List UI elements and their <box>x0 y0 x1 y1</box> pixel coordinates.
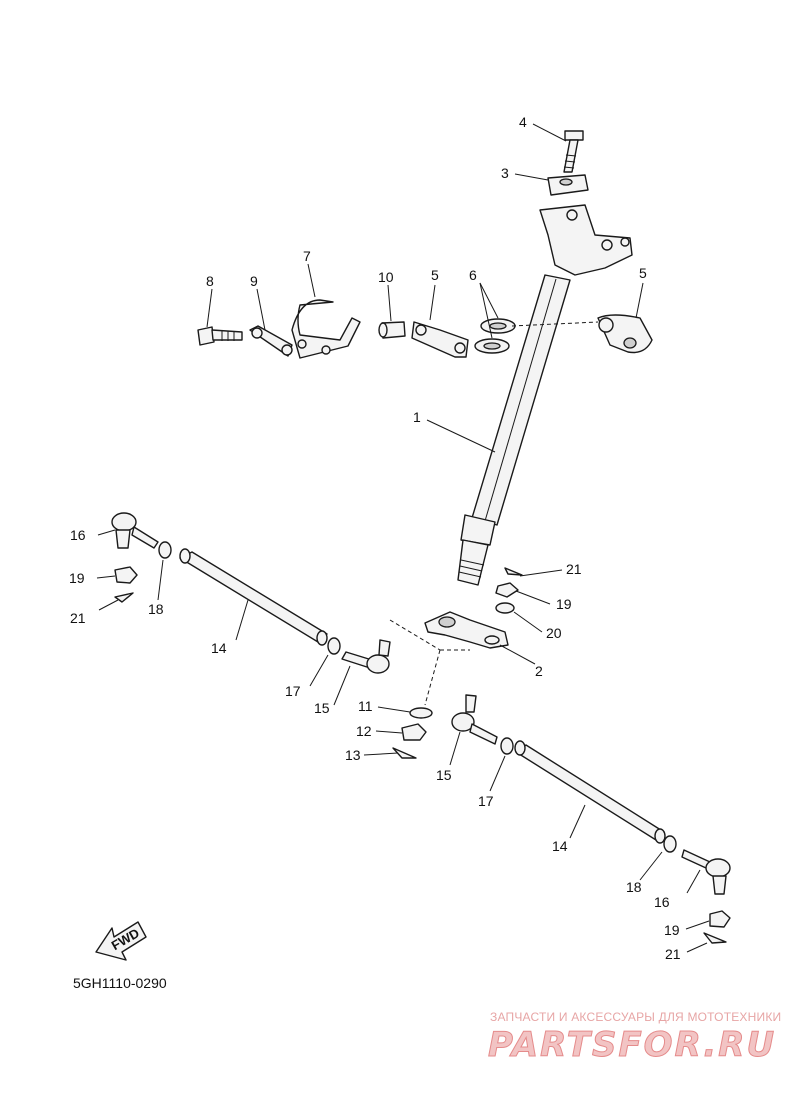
callout-6: 6 <box>469 267 477 283</box>
watermark-brand: PARTSFOR.RU <box>488 1025 776 1065</box>
callout-13: 13 <box>345 747 361 763</box>
callout-17-left: 17 <box>285 683 301 699</box>
callout-7: 7 <box>303 248 311 264</box>
tie-rod-end-outer-left <box>111 512 159 549</box>
callout-15-right: 15 <box>436 767 452 783</box>
callout-9: 9 <box>250 273 258 289</box>
callouts: 4 3 5 6 5 10 7 9 8 1 16 19 21 18 14 17 1… <box>69 114 681 962</box>
locknut-right-inner <box>500 737 514 755</box>
callout-21-left: 21 <box>70 610 86 626</box>
callout-19-left: 19 <box>69 570 85 586</box>
callout-15-left: 15 <box>314 700 330 716</box>
callout-21-upper: 21 <box>566 561 582 577</box>
assembly-line-bushing <box>511 321 599 327</box>
callout-8: 8 <box>206 273 214 289</box>
lock-plate <box>249 325 293 357</box>
bushing-half-right <box>597 314 653 354</box>
tie-rod-end-outer-right <box>681 849 731 895</box>
tie-rod-right <box>514 740 666 844</box>
callout-1: 1 <box>413 409 421 425</box>
cotter-pin-upper <box>504 567 523 576</box>
callout-16-right: 16 <box>654 894 670 910</box>
fwd-arrow: FWD <box>95 921 147 961</box>
callout-5-left: 5 <box>431 267 439 283</box>
locknut-left-inner <box>327 637 341 655</box>
tie-rod-end-inner-left <box>341 639 391 674</box>
callout-14-left: 14 <box>211 640 227 656</box>
watermark-caption: ЗАПЧАСТИ И АКСЕССУАРЫ ДЛЯ МОТОТЕХНИКИ <box>490 1010 781 1024</box>
callout-10: 10 <box>378 269 394 285</box>
callout-19-right: 19 <box>664 922 680 938</box>
column-upper-bracket <box>539 204 633 276</box>
callout-11: 11 <box>358 698 373 714</box>
castle-nut-right <box>709 910 731 928</box>
collar-spacer <box>378 321 406 339</box>
assembly-line-arm-3 <box>424 649 441 706</box>
castle-nut-upper <box>495 582 519 598</box>
leader-lines <box>96 123 710 953</box>
callout-4: 4 <box>519 114 527 130</box>
callout-21-right: 21 <box>665 946 681 962</box>
callout-5-right: 5 <box>639 265 647 281</box>
hex-bolt <box>197 326 243 346</box>
callout-3: 3 <box>501 165 509 181</box>
castle-nut-left <box>114 566 138 584</box>
steering-column <box>457 274 571 586</box>
callout-12: 12 <box>356 723 372 739</box>
washer-lower <box>409 707 433 719</box>
callout-2: 2 <box>535 663 543 679</box>
washer-upper <box>495 602 515 614</box>
clamp-cap <box>547 174 589 196</box>
diagram-code: 5GH1110-0290 <box>73 975 167 991</box>
callout-14-right: 14 <box>552 838 568 854</box>
nut-lower <box>401 723 427 741</box>
tie-rod-left <box>179 548 328 646</box>
callout-20: 20 <box>546 625 562 641</box>
assembly-line-arm <box>389 619 441 651</box>
column-holder-left <box>411 321 469 358</box>
callout-18-left: 18 <box>148 601 164 617</box>
locknut-left-outer <box>158 541 172 559</box>
collar-bushings <box>474 318 516 354</box>
cotter-pin-left <box>114 592 134 603</box>
callout-16-left: 16 <box>70 527 86 543</box>
tie-rod-end-inner-right <box>451 694 498 745</box>
callout-17-right: 17 <box>478 793 494 809</box>
pitman-arm <box>424 611 509 649</box>
watermark: ЗАПЧАСТИ И АКСЕССУАРЫ ДЛЯ МОТОТЕХНИКИ PA… <box>488 1010 782 1066</box>
locknut-right-outer <box>663 835 677 853</box>
callout-19-upper: 19 <box>556 596 572 612</box>
callout-18-right: 18 <box>626 879 642 895</box>
bolt-top <box>563 130 584 173</box>
spring-clip <box>291 299 361 359</box>
cotter-pin-right <box>703 932 727 944</box>
